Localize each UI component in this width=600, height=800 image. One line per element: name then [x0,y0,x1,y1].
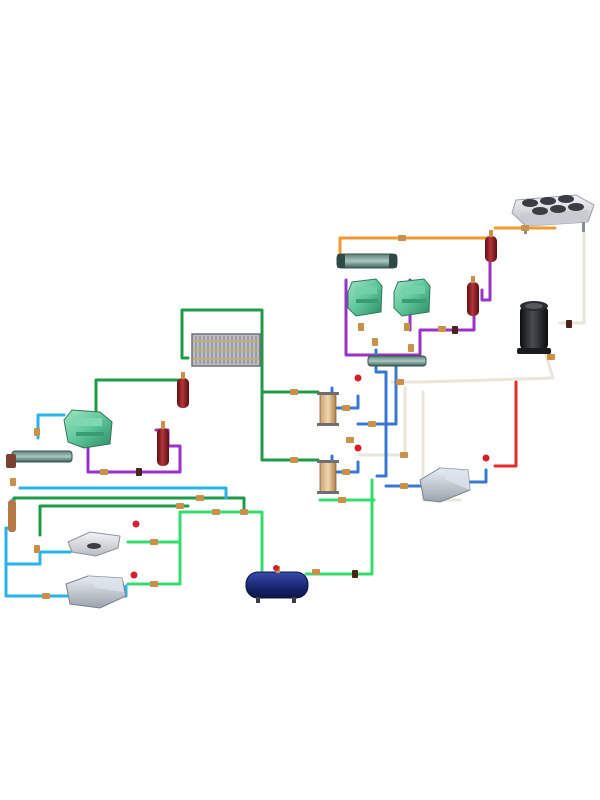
valve-icon [396,379,404,385]
pipe-white [390,353,555,384]
valve-icon [346,437,354,443]
solenoid-valve-icon [273,565,279,571]
gas-cooler [511,194,595,234]
upper-receiver [485,230,497,262]
valve-icon [196,495,204,501]
pipe-red [493,380,518,468]
valve-icon [372,338,378,346]
pipe-purple [86,444,182,474]
valve-icon [290,457,298,463]
solenoid-valve-icon [132,520,140,528]
valve-icon [290,389,298,395]
valve-icon [34,428,40,436]
valve-icon [521,225,529,231]
valve-icon [438,326,446,332]
valve-icon [358,323,364,331]
valve-icon [338,497,346,503]
sight-glasses [136,320,572,578]
left-oil-separator [6,450,73,468]
valve-icon [408,344,414,352]
solenoid-valve-icon [130,571,138,579]
solenoid-valve-icon [354,374,362,382]
valve-icon [342,405,350,411]
filter-dryer-left [8,500,16,532]
valve-icon [42,593,50,599]
valve-icon [150,539,158,545]
pipe-green-light [126,540,182,586]
valve-icon [150,581,158,587]
sight-glass-icon [136,468,142,476]
co2-compressor-right [393,278,431,317]
valve-icon [10,478,16,486]
finned-condenser [191,333,261,367]
co2-compressor-left [347,278,383,317]
pipe-green-dark [180,308,320,462]
pipe-white [558,230,586,325]
upper-receiver-2 [467,276,479,316]
valve-icon [176,503,184,509]
fan-icon [522,195,584,215]
pipe-cyan [4,550,72,566]
upper-oil-separator [336,253,398,269]
display-cabinet-right [419,467,471,503]
solenoid-valve-icon [482,454,490,462]
valve-icon [342,469,350,475]
pipe-blue [464,468,488,484]
valve-icon [398,235,406,241]
pipe-white [358,386,407,457]
valve-icon [240,509,248,515]
sight-glass-icon [352,570,358,578]
valve-icon [34,545,40,553]
left-compressor [63,409,113,449]
solenoid-valves [130,374,490,579]
valve-icon [400,452,408,458]
pipe-white [421,390,462,502]
pipe-blue [374,348,388,478]
pipe-green-light [304,478,374,576]
valves [10,225,555,599]
display-cabinet-left [65,575,127,609]
pipe-green-dark [38,504,190,537]
pipe-cyan [36,413,66,440]
left-receiver [157,421,169,466]
sight-glass-icon [566,320,572,328]
suction-header [367,355,427,367]
pipe-green-dark [94,378,180,420]
plate-heat-exchanger-lower [317,460,339,494]
pipe-purple [344,278,476,357]
scroll-compressor [517,301,551,354]
pipe-purple [480,260,492,302]
pipe-cyan [18,486,228,500]
valve-icon [368,421,376,427]
plate-heat-exchanger-upper [317,392,339,426]
left-receiver-top [177,372,189,408]
valve-icon [547,354,555,360]
valve-icon [212,509,220,515]
valve-icon [400,483,408,489]
valve-icon [100,469,108,475]
pipe-green-light [178,510,264,572]
valve-icon [312,569,320,575]
unit-cooler [67,531,121,557]
flash-tank [245,566,309,603]
sight-glass-icon [452,326,458,334]
solenoid-valve-icon [354,444,362,452]
valve-icon [404,323,410,331]
